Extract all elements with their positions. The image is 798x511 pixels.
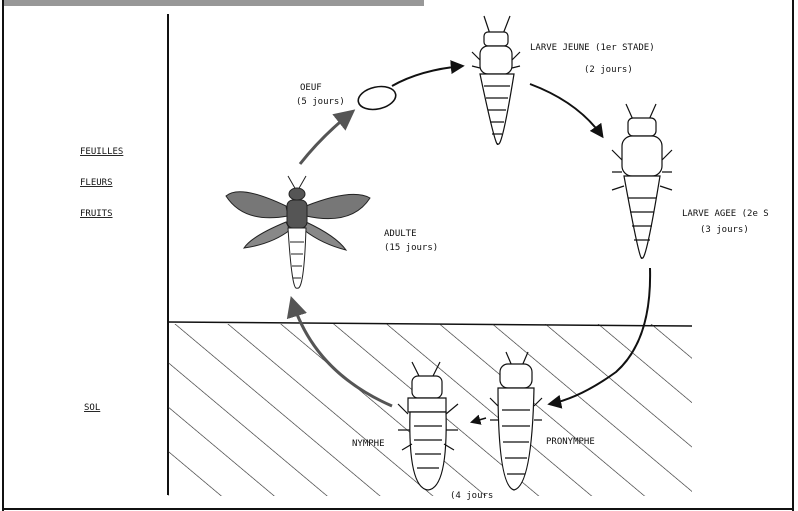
stage-duration-oeuf: (5 jours): [296, 97, 345, 107]
zone-label-fleurs: FLEURS: [80, 178, 113, 188]
zone-label-feuilles: FEUILLES: [80, 147, 123, 157]
cropped-title: [4, 0, 424, 6]
stage-name-pronymphe: PRONYMPHE: [546, 437, 595, 447]
stage-name-nymphe: NYMPHE: [352, 439, 385, 449]
stage-duration-larve-jeune: (2 jours): [584, 65, 633, 75]
stage-duration-nymphe: (4 jours: [450, 491, 493, 501]
stage-name-adulte: ADULTE: [384, 229, 417, 239]
arrow-larve-to-larve-agee: [530, 84, 602, 136]
stage-duration-adulte: (15 jours): [384, 243, 438, 253]
zone-label-sol: SOL: [84, 403, 100, 413]
stage-name-larve-agee: LARVE AGEE (2e S: [682, 209, 769, 219]
arrow-adulte-to-oeuf: [300, 112, 352, 164]
egg-icon: [356, 83, 398, 112]
stage-name-oeuf: OEUF: [300, 83, 322, 93]
stage-duration-larve-agee: (3 jours): [700, 225, 749, 235]
larva-icon: [612, 104, 672, 258]
adult-insect-icon: [226, 176, 370, 288]
stage-name-larve-jeune: LARVE JEUNE (1er STADE): [530, 43, 655, 53]
larva-icon: [472, 16, 520, 144]
arrow-oeuf-to-larve: [392, 66, 462, 86]
zone-label-fruits: FRUITS: [80, 209, 113, 219]
